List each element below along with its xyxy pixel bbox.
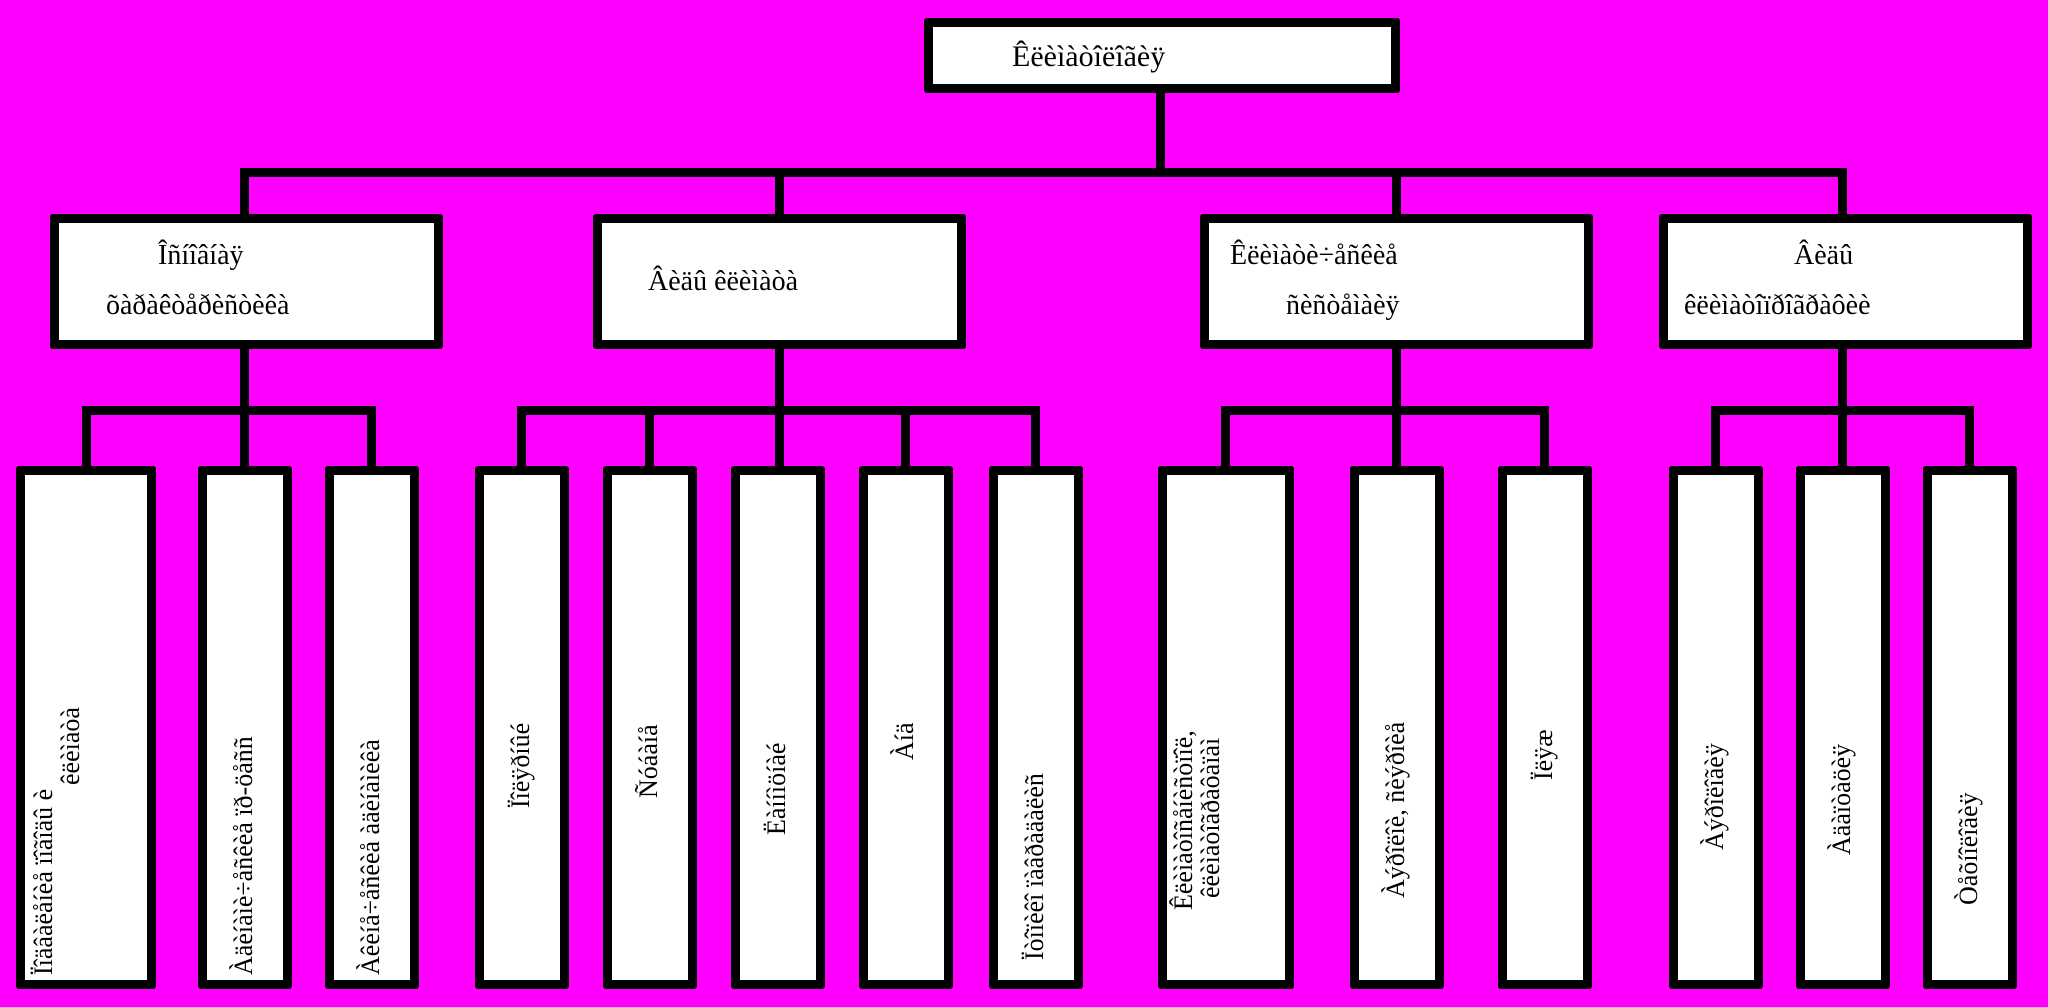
connector-line xyxy=(1838,406,1847,470)
leaf-node xyxy=(603,466,697,989)
connector-line xyxy=(775,345,784,411)
leaf-node xyxy=(1350,466,1444,989)
connector-line xyxy=(901,406,910,470)
leaf-node xyxy=(325,466,419,989)
leaf-node-label: Àýðîëîãèÿ xyxy=(1700,743,1729,850)
connector-line xyxy=(1711,406,1720,470)
group-node-1 xyxy=(50,214,443,349)
group-node-1-label-line-2: õàðàêòåðèñòèêà xyxy=(106,290,290,321)
group-node-4 xyxy=(1659,214,2032,349)
connector-line xyxy=(1965,406,1974,470)
leaf-node-label: Ïëÿæ xyxy=(1529,729,1558,780)
group-node-2 xyxy=(593,214,966,349)
connector-line xyxy=(1221,406,1549,415)
leaf-node xyxy=(989,466,1083,989)
connector-line xyxy=(517,406,526,470)
group-node-3-label-line-1: Êëèìàòè÷åñêèå xyxy=(1230,240,1398,271)
connector-line xyxy=(1221,406,1230,470)
leaf-node-label: Àýðîëîè, ñèýðîèå xyxy=(1381,721,1410,898)
root-node-label: Êëèìàòîëîãèÿ xyxy=(1012,40,1166,73)
leaf-node xyxy=(198,466,292,989)
connector-line xyxy=(1156,88,1165,172)
leaf-node xyxy=(16,466,156,989)
leaf-node-label: Ïîëÿðíûé xyxy=(506,722,535,808)
connector-line xyxy=(1838,345,1847,411)
connector-line xyxy=(775,168,784,218)
leaf-node-label: Ïòîïèêî ïàâðàäàëèñ xyxy=(1020,773,1049,960)
leaf-node-label: Êëèìàòîñåíèñòïîë, êëèìàòîãðàôàïàì xyxy=(1169,730,1226,910)
leaf-node xyxy=(475,466,569,989)
connector-line xyxy=(1392,168,1401,218)
leaf-node-label: Ñóáàíå xyxy=(634,724,663,798)
leaf-node-label: Ïîäâàëåíèå ïîãîäû è êëèìàòà xyxy=(29,707,86,975)
leaf-node xyxy=(859,466,953,989)
connector-line xyxy=(1392,406,1401,470)
connector-line xyxy=(1031,406,1040,470)
group-node-1-label-line-1: Îñíîâíàÿ xyxy=(158,240,244,271)
leaf-node xyxy=(1498,466,1592,989)
connector-line xyxy=(367,406,376,470)
leaf-node xyxy=(1158,466,1294,989)
leaf-node-label: Ëàííìöíàé xyxy=(762,742,791,835)
group-node-4-label-line-2: êëèìàòîïðîãðàôèè xyxy=(1684,290,1871,321)
leaf-node xyxy=(731,466,825,989)
leaf-node-label: Àäèíàìè÷åñêèå ïð-öåññ xyxy=(229,736,258,975)
leaf-node-label: Àíä xyxy=(890,722,919,760)
connector-line xyxy=(82,406,376,415)
connector-line xyxy=(1392,345,1401,411)
leaf-node-label: Àêèíå÷åñêèå àäèíàìèêà xyxy=(356,739,385,975)
connector-line xyxy=(240,406,249,470)
group-node-3 xyxy=(1200,214,1593,349)
leaf-node-label: Àäàïòàöèÿ xyxy=(1827,743,1856,855)
group-node-3-label-line-2: ñèñòåìàèÿ xyxy=(1286,290,1400,321)
group-node-2-label-line-1: Âèäû êëèìàòà xyxy=(648,266,798,297)
connector-line xyxy=(240,168,1847,177)
group-node-4-label-line-1: Âèäû xyxy=(1794,240,1854,271)
connector-line xyxy=(240,345,249,411)
connector-line xyxy=(775,406,784,470)
connector-line xyxy=(1838,168,1847,218)
connector-line xyxy=(82,406,91,470)
leaf-node-label: Òåõíîëîãèÿ xyxy=(1954,792,1983,905)
connector-line xyxy=(1540,406,1549,470)
leaf-node xyxy=(1669,466,1763,989)
leaf-node xyxy=(1923,466,2017,989)
root-node xyxy=(924,18,1400,93)
connector-line xyxy=(240,168,249,218)
leaf-node xyxy=(1796,466,1890,989)
connector-line xyxy=(645,406,654,470)
